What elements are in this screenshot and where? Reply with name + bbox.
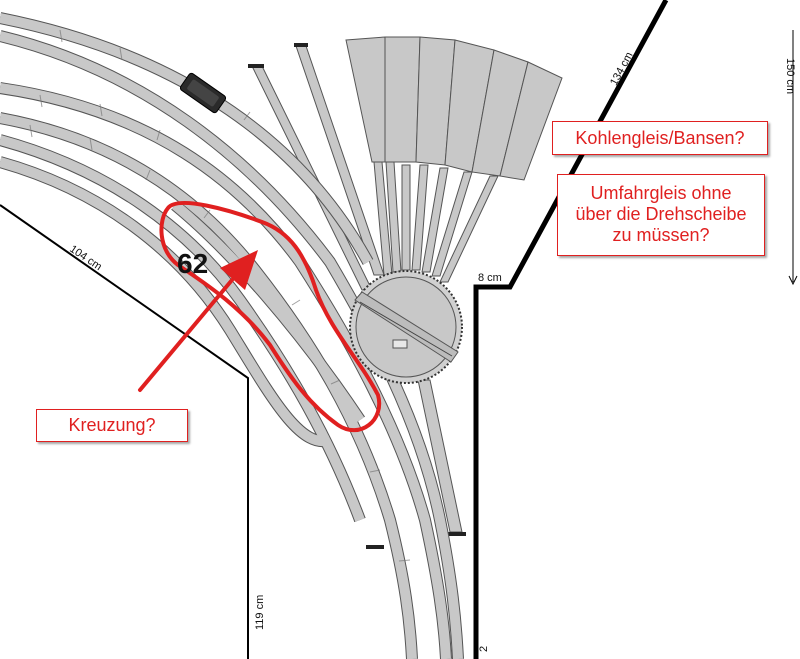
turntable-rail [359, 301, 453, 357]
turntable-cabin [392, 339, 408, 349]
callout-umfahrgleis-line-3: zu müssen? [612, 225, 710, 245]
stall-2 [384, 36, 421, 163]
turntable [349, 270, 463, 384]
buffer-stops [248, 43, 466, 549]
stall-1 [345, 36, 386, 163]
stall-track-3 [401, 164, 411, 271]
dimension-8: 8 cm [478, 272, 502, 284]
callout-kreuzung-text: Kreuzung? [68, 415, 156, 435]
stall-track-7 [439, 175, 499, 283]
callout-umfahrgleis-line-1: Umfahrgleis ohne [590, 183, 732, 203]
track-joint-lines [29, 29, 411, 562]
kreuzung-arrow-head [220, 250, 258, 290]
callout-kreuzung: Kreuzung? [36, 409, 188, 442]
stall-tracks [373, 161, 499, 283]
annotation-marks [138, 200, 382, 433]
stall-track-4 [411, 164, 429, 271]
callout-kohlengleis: Kohlengleis/Bansen? [552, 121, 768, 155]
kreuzung-highlight-outline [159, 200, 382, 433]
locomotive [179, 72, 227, 114]
callout-umfahrgleis: Umfahrgleis ohne über die Drehscheibe zu… [557, 174, 765, 256]
wall-left [0, 204, 249, 659]
stall-track-5 [421, 167, 449, 273]
stall-track-6 [431, 171, 473, 277]
track-curve-6 [0, 157, 332, 447]
stall-6 [499, 61, 563, 181]
kreuzung-arrow-shaft [138, 278, 234, 392]
callout-umfahrgleis-line-2: über die Drehscheibe [575, 204, 747, 224]
callout-kohlengleis-text: Kohlengleis/Bansen? [575, 128, 745, 148]
track-number-62: 62 [177, 248, 209, 279]
dimension-clipped-right: 150 cm [784, 58, 796, 95]
locomotive-top [187, 79, 219, 107]
track-curve-3 [0, 83, 451, 659]
dimension-arrow-head [788, 275, 798, 286]
roundhouse-stalls [345, 36, 563, 181]
dimension-119: 119 cm [254, 594, 266, 630]
track-cross [171, 201, 365, 423]
dimension-clipped-bottom: 2 [478, 645, 490, 652]
